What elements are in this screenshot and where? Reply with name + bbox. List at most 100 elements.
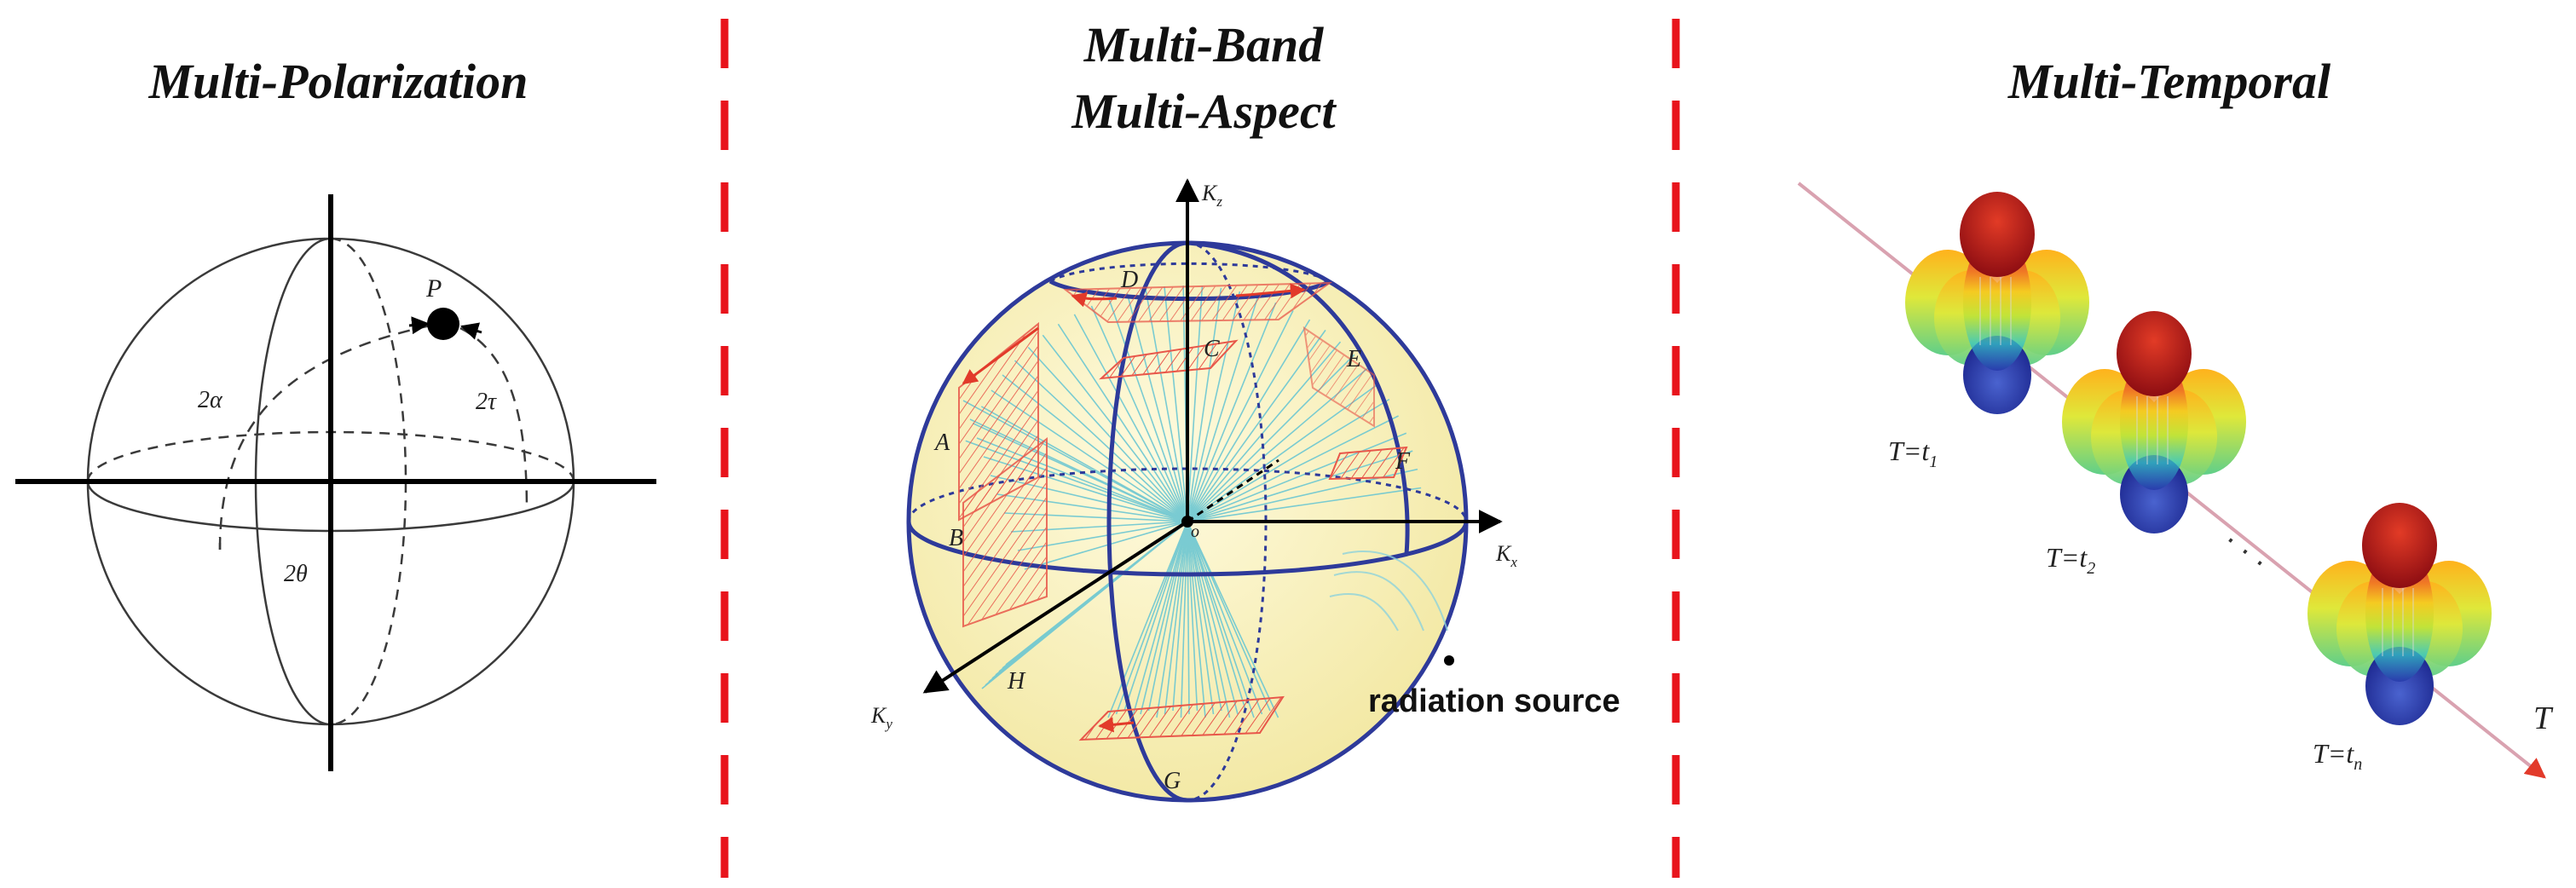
radiation-source-label: radiation source [1368, 683, 1620, 719]
scattering-ray [1187, 521, 1239, 715]
arrow-d-right [1235, 283, 1306, 299]
scattering-ray [981, 521, 1188, 689]
time-label-tn: T=tn [2313, 738, 2362, 774]
temporal-ellipsis: · · · [2216, 525, 2273, 580]
equator-back [907, 467, 1468, 522]
region-label-d: D [1120, 267, 1138, 293]
region-label-h: H [1007, 668, 1026, 695]
scattering-ray [1172, 521, 1188, 712]
region-label-b: B [949, 525, 963, 551]
scattering-ray [1108, 298, 1188, 522]
scattering-ray [1187, 521, 1206, 718]
panel-temporal: Multi-Temporal T=t1 T=t2 T=tn · · · T [1797, 54, 2554, 779]
region-label-e: E [1346, 346, 1361, 372]
scattering-ray [1187, 521, 1263, 715]
scattering-ray [1090, 305, 1188, 522]
scattering-ray [1073, 314, 1188, 522]
arrow-to-p-left [408, 316, 430, 335]
label-point-p: P [425, 274, 442, 303]
time-label-t2: T=t2 [2046, 542, 2095, 578]
scattering-ray [1187, 521, 1231, 718]
scattering-ray [1115, 521, 1188, 715]
scattering-ray [1107, 521, 1188, 718]
label-2alpha: 2α [198, 387, 223, 413]
scattering-ray [1027, 346, 1188, 522]
scattering-ray [1187, 287, 1222, 522]
scattering-ray [1123, 521, 1188, 712]
region-f-hatch [1328, 446, 1408, 481]
meridian-front [1106, 240, 1188, 803]
scattering-ray [1187, 521, 1190, 715]
scattering-ray [1187, 487, 1422, 522]
scattering-ray [1180, 521, 1188, 718]
scattering-ray [1145, 289, 1188, 522]
arrow-d-left [1071, 292, 1118, 308]
label-kx: Kx [1495, 541, 1517, 570]
scattering-ray [1187, 521, 1255, 718]
arrow-g [1098, 717, 1135, 733]
point-p-marker [427, 308, 459, 340]
latitude-arc [218, 324, 431, 551]
label-2tau: 2τ [476, 389, 497, 415]
latitude-top-back [1049, 262, 1331, 283]
pattern-t1 [1904, 191, 2090, 415]
equator-front [906, 521, 1469, 577]
region-label-g: G [1164, 768, 1181, 794]
panel-band-aspect: Multi-Band Multi-Aspect [870, 17, 1620, 803]
scattering-ray [1187, 415, 1399, 522]
scattering-ray [1024, 521, 1188, 570]
region-g-hatch [1078, 695, 1285, 741]
scattering-ray [1187, 432, 1407, 522]
region-label-f: F [1395, 448, 1411, 475]
label-origin: o [1191, 522, 1199, 541]
scattering-ray [1126, 293, 1188, 522]
scattering-ray [1187, 291, 1241, 522]
scattering-ray [1164, 521, 1188, 715]
scattering-ray [1187, 310, 1294, 522]
region-e-hatch [1302, 326, 1375, 428]
scattering-ray [1187, 329, 1326, 522]
region-label-c: C [1204, 336, 1220, 362]
scattering-ray [1187, 319, 1311, 522]
polarization-title: Multi-Polarization [148, 54, 528, 109]
scattering-ray [1147, 521, 1188, 712]
scattering-ray [1014, 360, 1188, 522]
arrow-to-p-right [459, 322, 482, 340]
meridian-right [1187, 240, 1410, 555]
aspect-title: Multi-Aspect [1071, 84, 1337, 139]
longitude-arc [459, 326, 528, 512]
label-ky: Ky [870, 703, 892, 732]
scattering-ray [1140, 521, 1188, 715]
scattering-ray [1187, 521, 1247, 712]
scattering-ray [1156, 521, 1188, 718]
scattering-ray [1187, 521, 1215, 715]
panel-polarization: Multi-Polarization P 2α 2τ 2θ [15, 54, 656, 771]
meridian-back [1187, 241, 1268, 802]
scattering-ray [1187, 521, 1198, 712]
pattern-t2 [2061, 310, 2247, 534]
scattering-ray [1187, 285, 1204, 522]
meridian-back [330, 237, 407, 726]
axis-ky [922, 520, 1189, 694]
scattering-ray [1187, 302, 1277, 522]
scattering-ray [1187, 521, 1271, 712]
scattering-ray [1057, 323, 1188, 522]
band-title: Multi-Band [1083, 17, 1324, 72]
pattern-tn [2307, 502, 2492, 726]
label-kz: Kz [1201, 181, 1222, 210]
radiation-wavefronts [1329, 551, 1448, 631]
time-axis-label: T [2533, 701, 2554, 736]
scattering-ray [1164, 286, 1188, 522]
radiation-source-dot [1444, 655, 1454, 666]
scattering-ray [1187, 521, 1279, 718]
axis-ky-dashed [1187, 458, 1279, 523]
temporal-title: Multi-Temporal [2007, 54, 2331, 109]
origin-dot [1181, 516, 1193, 528]
label-2theta: 2θ [284, 561, 308, 587]
scattering-ray [1131, 521, 1188, 718]
scattering-ray [1187, 521, 1222, 712]
scattering-ray [1187, 398, 1390, 522]
arrow-a-top [962, 326, 1039, 385]
time-label-t1: T=t1 [1888, 435, 1938, 471]
